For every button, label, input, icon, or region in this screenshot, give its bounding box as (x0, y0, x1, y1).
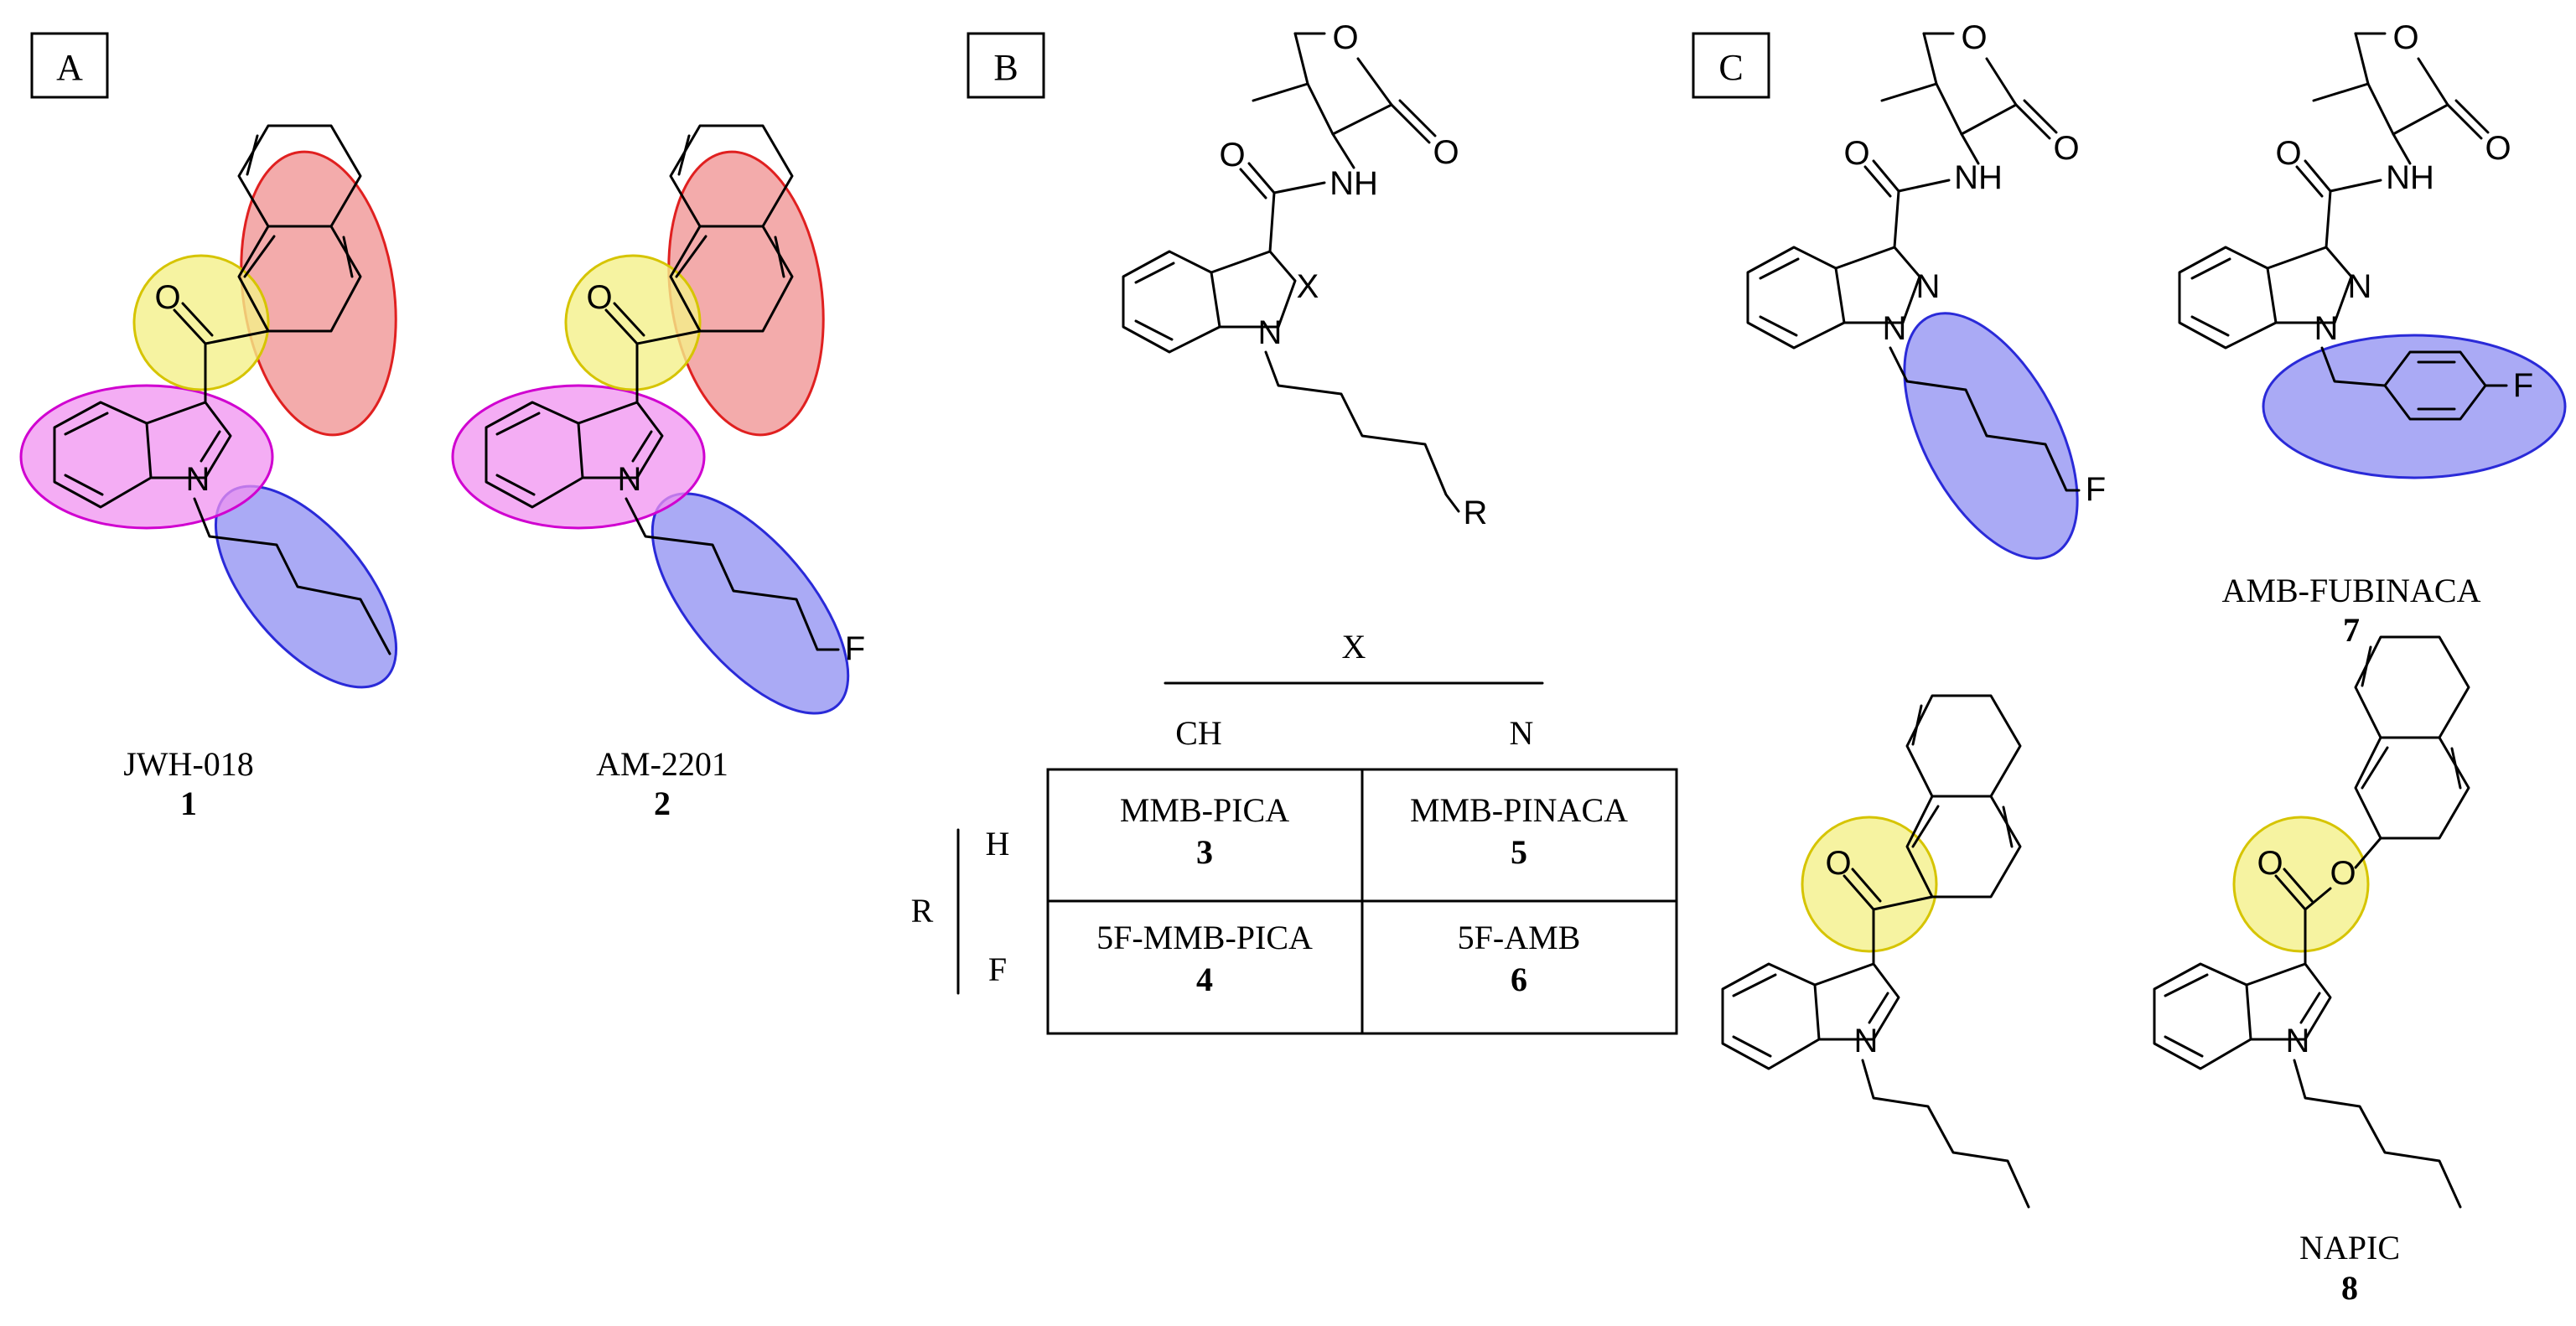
row-h-header: H (986, 825, 1010, 862)
carbonyl-highlight (1801, 816, 1938, 953)
indole-nitrogen: N (618, 461, 642, 498)
cell-h-n-number: 5 (1511, 833, 1527, 871)
structure-5f-amb: O O NH O N N F (1746, 19, 2106, 560)
cell-f-n-name: 5F-AMB (1458, 919, 1581, 956)
compound-1-number: 1 (180, 785, 197, 822)
amide-oxygen: O (1843, 135, 1869, 172)
panel-c: C O O NH O N N (1692, 19, 2567, 1307)
indazole-nitrogen-2: N (2348, 268, 2372, 305)
indole-nitrogen: N (186, 461, 210, 498)
ester-highlight (2232, 816, 2370, 953)
ester-oxygen: O (2392, 19, 2418, 56)
ester-oxygen: O (2330, 855, 2356, 892)
structure-jwh-018: O N (19, 124, 398, 689)
amide-nh: NH (2386, 159, 2434, 196)
panel-a-label-box (30, 32, 109, 99)
column-n-header: N (1510, 714, 1534, 752)
carbonyl-oxygen: O (154, 279, 180, 316)
panel-b-label-box (967, 32, 1045, 99)
ester-oxygen: O (1332, 19, 1358, 56)
indazole-nitrogen-1: N (1883, 310, 1907, 347)
compound-7-name: AMB-FUBINACA (2222, 572, 2481, 609)
cell-f-n-number: 6 (1511, 961, 1527, 998)
carbonyl-oxygen: O (2485, 130, 2511, 167)
row-f-header: F (988, 950, 1007, 988)
tail-highlight (2262, 334, 2567, 479)
fluorine-atom: F (2513, 367, 2533, 404)
indole-nitrogen: N (1854, 1023, 1879, 1059)
carbonyl-oxygen: O (1433, 134, 1459, 171)
amide-oxygen: O (1219, 137, 1245, 174)
amide-nh: NH (1954, 159, 2003, 196)
carbonyl-oxygen: O (1825, 845, 1851, 882)
structure-am-2201: O N F (451, 124, 865, 715)
compound-1-name: JWH-018 (123, 745, 254, 783)
structure-jwh-018-repeat: O N (1721, 694, 2030, 1209)
table-r-header: R (911, 892, 934, 930)
structure-amb-fubinaca: O O NH O N N (2178, 19, 2567, 479)
x-atom: X (1297, 268, 1319, 305)
panel-b: B O O NH O X N (911, 19, 1678, 1035)
indazole-nitrogen-1: N (2314, 310, 2339, 347)
carbonyl-oxygen: O (2053, 130, 2079, 167)
indole-highlight (19, 384, 274, 530)
indazole-nitrogen-2: N (1916, 268, 1941, 305)
table-x-header: X (1342, 628, 1366, 666)
fluorine-atom: F (845, 630, 865, 667)
panel-a-label: A (56, 47, 83, 88)
cell-h-n-name: MMB-PINACA (1410, 791, 1628, 829)
compound-7-number: 7 (2343, 611, 2360, 649)
compound-2-number: 2 (654, 785, 671, 822)
r-group: R (1464, 495, 1488, 531)
structure-napic: O O N (2153, 635, 2470, 1209)
cell-f-ch-number: 4 (1196, 961, 1213, 998)
fluorine-atom: F (2086, 471, 2106, 508)
compound-8-number: 8 (2341, 1269, 2358, 1307)
indole-highlight (451, 384, 706, 530)
panel-a: A O N (19, 32, 865, 822)
structure-general-scaffold: O O NH O X N R (1122, 19, 1488, 531)
panel-c-label: C (1718, 47, 1743, 88)
cell-f-ch-name: 5F-MMB-PICA (1096, 919, 1313, 956)
panel-b-label: B (993, 47, 1018, 88)
panel-c-label-box (1692, 32, 1770, 99)
core-nitrogen: N (1258, 314, 1283, 351)
indole-nitrogen: N (2286, 1023, 2310, 1059)
substituent-table: X CH N R H F MMB-PICA 3 MMB-PINACA 5 5F-… (911, 628, 1678, 1035)
column-ch-header: CH (1175, 714, 1222, 752)
ester-oxygen: O (1961, 19, 1987, 56)
carbonyl-oxygen: O (586, 279, 612, 316)
cell-h-ch-name: MMB-PICA (1120, 791, 1289, 829)
compound-2-name: AM-2201 (596, 745, 728, 783)
cell-h-ch-number: 3 (1196, 833, 1213, 871)
carbonyl-oxygen: O (2257, 845, 2283, 882)
compound-8-name: NAPIC (2299, 1229, 2400, 1266)
amide-oxygen: O (2275, 135, 2301, 172)
amide-nh: NH (1329, 165, 1378, 202)
